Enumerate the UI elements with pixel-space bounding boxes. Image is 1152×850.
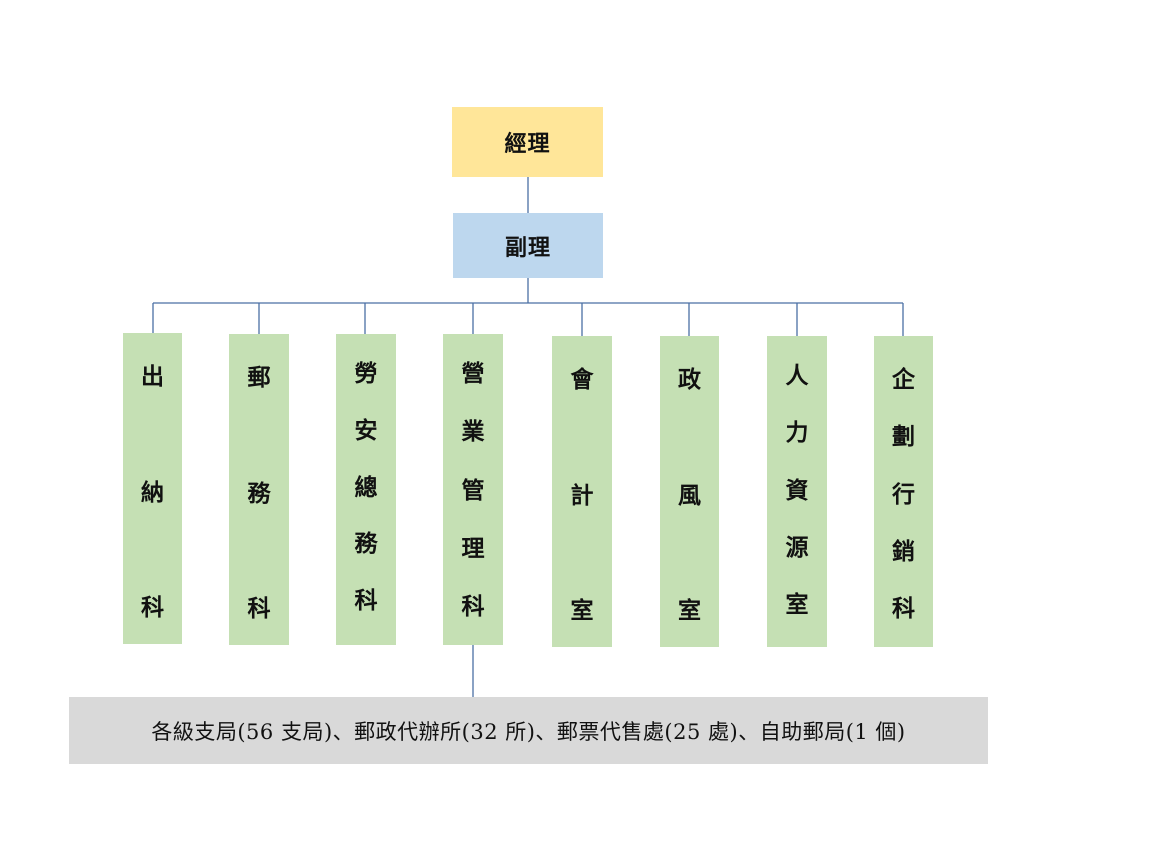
department-char: 安 [354, 416, 378, 444]
department-char: 科 [461, 593, 485, 620]
department-char: 務 [354, 530, 378, 558]
department-char: 室 [785, 591, 809, 618]
department-box-2: 郵 務 科 [229, 334, 289, 645]
department-char: 會 [570, 366, 594, 393]
department-char: 力 [785, 419, 809, 447]
department-char: 科 [354, 587, 378, 614]
department-char: 務 [247, 479, 271, 507]
department-char: 計 [570, 481, 594, 509]
department-char: 科 [141, 594, 164, 621]
department-box-4: 營 業 管 理 科 [443, 334, 503, 645]
department-char: 風 [678, 481, 701, 509]
department-char: 業 [461, 418, 485, 446]
department-box-3: 勞 安 總 務 科 [336, 334, 396, 645]
deputy-label: 副理 [504, 234, 551, 261]
department-char: 室 [678, 597, 701, 624]
department-char: 室 [570, 597, 594, 624]
department-char: 科 [892, 595, 915, 622]
department-char: 科 [247, 595, 271, 622]
department-char: 郵 [247, 364, 271, 391]
department-char: 人 [785, 362, 809, 389]
department-char: 出 [141, 363, 164, 390]
department-char: 納 [141, 478, 164, 506]
department-char: 行 [892, 480, 915, 508]
department-box-7: 人 力 資 源 室 [767, 336, 827, 647]
department-char: 銷 [892, 537, 915, 565]
footer-label: 各級支局(56 支局)、郵政代辦所(32 所)、郵票代售處(25 處)、自助郵局… [151, 719, 906, 744]
department-box-8: 企 劃 行 銷 科 [874, 336, 933, 647]
department-char: 營 [461, 360, 485, 387]
department-char: 管 [461, 476, 485, 504]
department-char: 劃 [892, 423, 915, 451]
manager-box: 經理 [452, 107, 603, 177]
department-char: 資 [785, 476, 809, 504]
department-char: 理 [461, 534, 485, 562]
department-char: 政 [678, 366, 701, 393]
footer-box: 各級支局(56 支局)、郵政代辦所(32 所)、郵票代售處(25 處)、自助郵局… [69, 697, 988, 764]
department-char: 勞 [354, 360, 378, 387]
department-box-5: 會 計 室 [552, 336, 612, 647]
department-char: 源 [785, 533, 809, 561]
department-char: 企 [892, 366, 915, 393]
manager-label: 經理 [504, 131, 551, 157]
deputy-box: 副理 [453, 213, 603, 278]
department-box-6: 政 風 室 [660, 336, 719, 647]
department-char: 總 [354, 473, 378, 501]
department-box-1: 出 納 科 [123, 333, 182, 644]
